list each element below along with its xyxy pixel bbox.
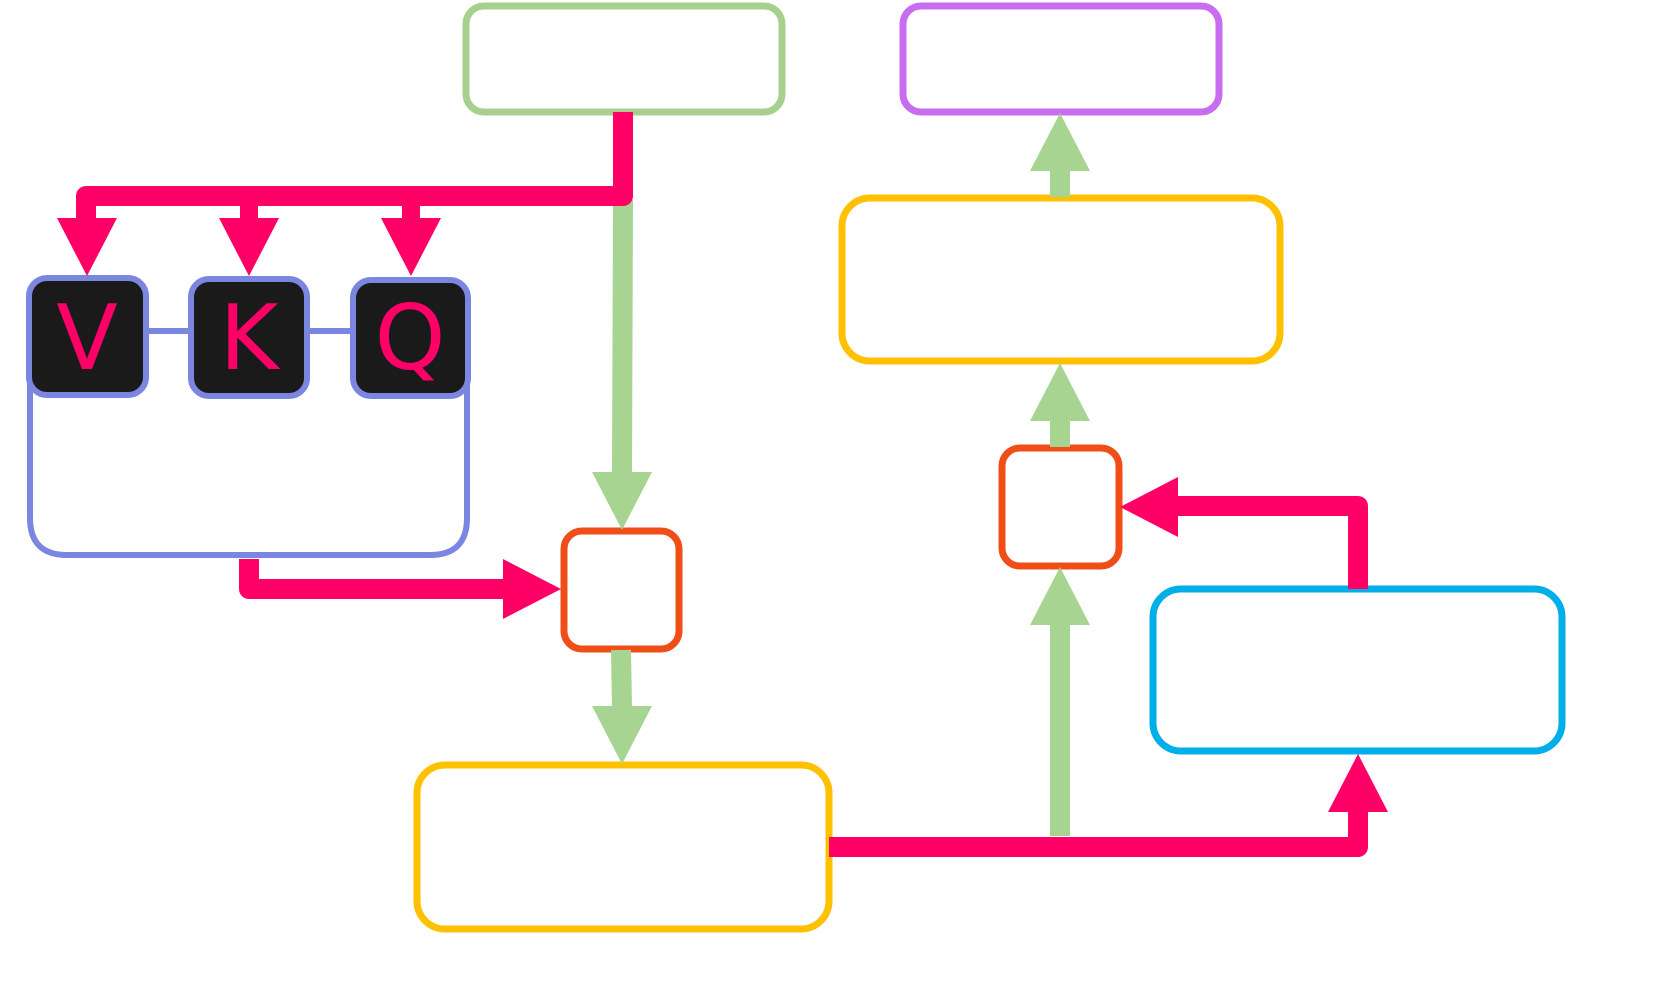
input-to-qkv-arrow (57, 112, 633, 276)
key-v-box (26, 275, 149, 398)
residual-arrow-add-to-ffn (592, 649, 652, 764)
side-to-add-arrow (1120, 477, 1368, 589)
lower-feed-forward-box (413, 761, 833, 933)
residual-arrow-ffn-to-add (1030, 567, 1090, 836)
residual-arrow-input-to-add (592, 199, 652, 530)
key-v: V (26, 275, 149, 398)
arrowhead-to-q (381, 218, 441, 276)
upper-feed-forward-box (838, 194, 1284, 365)
attention-to-add-arrow (239, 559, 561, 619)
lower-add-norm-box (560, 527, 683, 653)
arrowhead-to-k (219, 218, 279, 276)
key-q-label: Q (375, 286, 446, 391)
key-k: K (188, 276, 310, 399)
side-box (1149, 585, 1566, 755)
attention-group-box (27, 300, 470, 558)
upper-add-norm-box (998, 444, 1123, 570)
key-v-label: V (56, 286, 118, 391)
output-box (899, 2, 1223, 116)
residual-arrow-add-to-upper-ffn (1030, 363, 1090, 447)
key-k-label: K (219, 286, 280, 391)
residual-arrow-upper-ffn-to-output (1030, 113, 1090, 197)
key-k-box (188, 276, 310, 399)
input-box (462, 2, 786, 116)
arrowhead-to-v (57, 218, 117, 276)
key-q: Q (350, 277, 471, 399)
key-q-box (350, 277, 471, 399)
ffn-to-side-arrow (829, 754, 1388, 857)
